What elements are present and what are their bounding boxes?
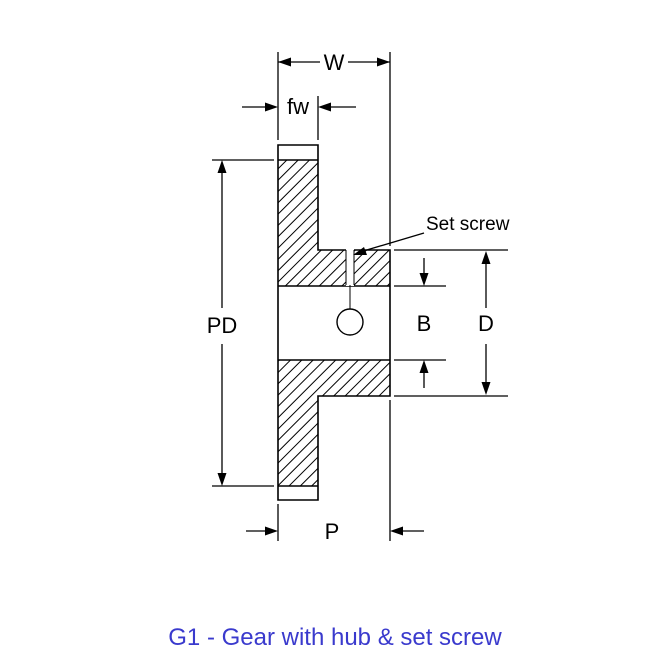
- b-arrow-down-icon: [419, 273, 429, 286]
- set-screw-arrow-icon: [353, 247, 367, 255]
- d-arrow-down-icon: [481, 382, 491, 395]
- pd-arrow-down-icon: [217, 473, 227, 486]
- p-arrow-right-icon: [390, 526, 403, 536]
- d-arrow-up-icon: [481, 251, 491, 264]
- set-screw-leader: [359, 232, 425, 253]
- b-arrow-up-icon: [419, 360, 429, 373]
- p-arrow-left-icon: [265, 526, 278, 536]
- dimension-bore-diameter: B: [394, 258, 446, 388]
- dimension-label-bore-diameter: B: [417, 311, 432, 336]
- dimension-label-overall-width: W: [324, 50, 345, 75]
- dimension-label-hub-diameter: D: [478, 311, 494, 336]
- pd-arrow-up-icon: [217, 160, 227, 173]
- figure-caption: G1 - Gear with hub & set screw: [168, 624, 502, 651]
- set-screw-hole: [336, 249, 364, 336]
- dimension-hub-diameter: D: [394, 249, 508, 397]
- set-screw-bore-circle: [336, 308, 364, 336]
- dimension-pitch-diameter: PD: [207, 159, 274, 487]
- dimension-face-width: fw: [242, 94, 356, 140]
- dimension-overall-width: W: [277, 50, 391, 246]
- w-arrow-right-icon: [377, 57, 390, 67]
- dimension-label-hub-projection: P: [325, 519, 340, 544]
- gear-cross-section: [277, 144, 391, 501]
- fw-arrow-left-icon: [265, 102, 278, 112]
- dimension-label-pitch-diameter: PD: [207, 313, 238, 338]
- set-screw-label: Set screw: [426, 214, 510, 235]
- hatch-hub-lower: [318, 360, 390, 396]
- dimension-hub-projection: P: [246, 400, 424, 544]
- dimension-label-face-width: fw: [287, 94, 309, 119]
- hatch-face-lower: [278, 360, 318, 486]
- fw-arrow-right-icon: [318, 102, 331, 112]
- set-screw-callout: Set screw: [353, 214, 510, 255]
- w-arrow-left-icon: [278, 57, 291, 67]
- hatch-face-upper: [278, 160, 318, 286]
- set-screw-slot: [346, 249, 354, 286]
